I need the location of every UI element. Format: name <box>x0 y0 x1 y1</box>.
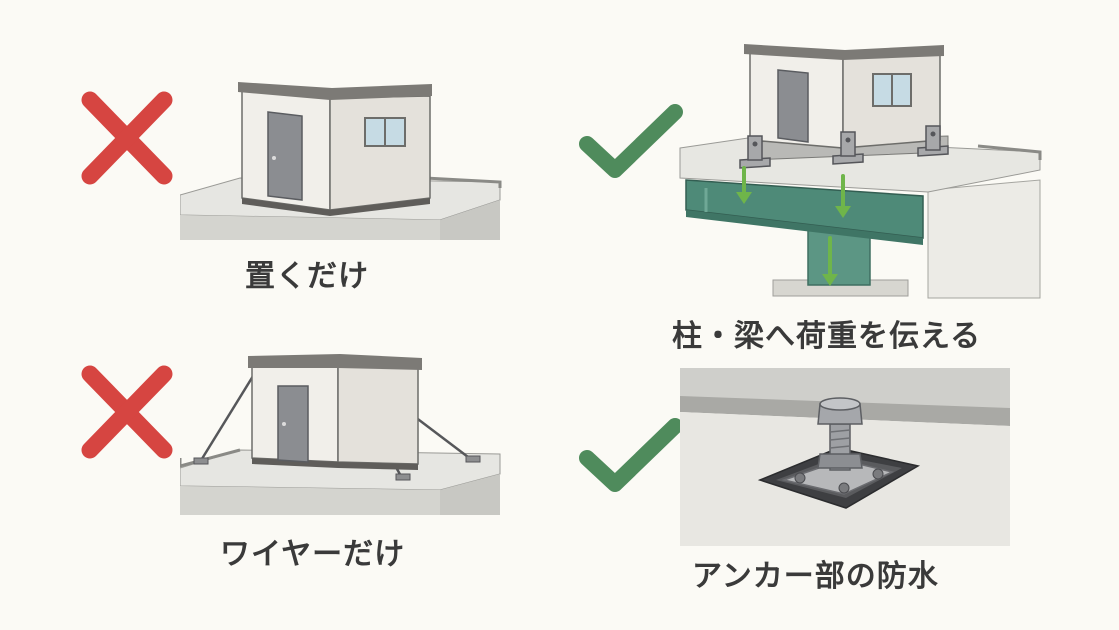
check-mark-icon <box>579 104 683 178</box>
caption-anchor-waterproofing: アンカー部の防水 <box>692 559 939 594</box>
shed-placed-only-illustration <box>180 82 502 240</box>
cross-mark-icon <box>81 365 173 459</box>
anchor-waterproofing-illustration <box>680 368 1010 546</box>
caption-placed-only: 置くだけ <box>245 259 369 294</box>
caption-load-to-columns-beams: 柱・梁へ荷重を伝える <box>672 319 982 354</box>
shed-on-beam-illustration <box>679 44 1042 299</box>
caption-wire-only: ワイヤーだけ <box>220 537 406 572</box>
check-mark-icon <box>579 418 683 492</box>
shed-with-wires-illustration <box>180 354 501 515</box>
cross-mark-icon <box>81 91 173 185</box>
